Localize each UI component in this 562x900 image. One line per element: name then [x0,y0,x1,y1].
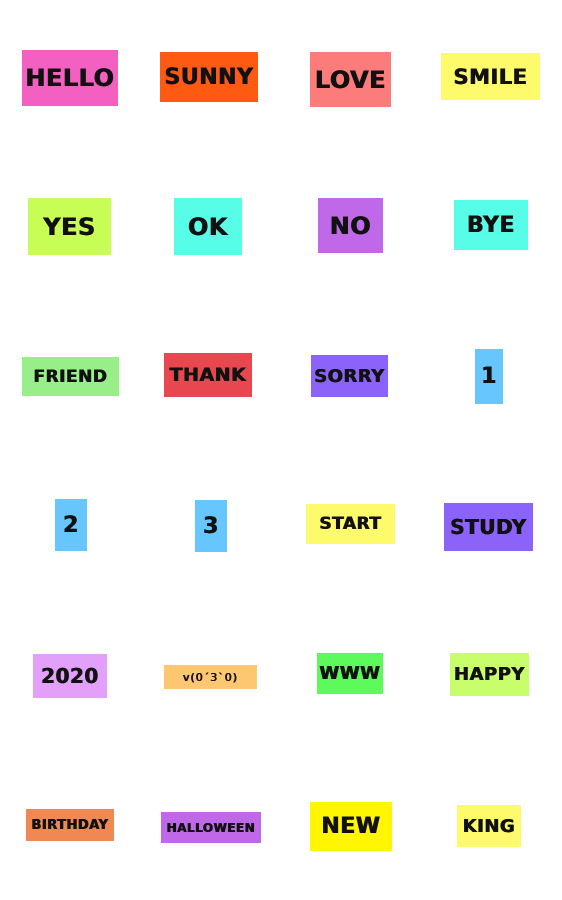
sticker-study[interactable]: STUDY [444,503,533,551]
sticker-friend[interactable]: FRIEND [22,357,119,396]
sticker-love[interactable]: LOVE [310,52,391,107]
sticker-yes[interactable]: YES [28,198,111,255]
sticker-hello[interactable]: HELLO [22,50,118,106]
sticker-thank[interactable]: THANK [164,353,252,397]
sticker-2020[interactable]: 2020 [33,654,107,698]
sticker-1[interactable]: 1 [475,349,503,404]
sticker-no[interactable]: NO [318,198,383,253]
sticker-www[interactable]: WWW [317,653,383,694]
sticker-2[interactable]: 2 [55,499,87,551]
sticker-3[interactable]: 3 [195,500,227,552]
sticker-happy[interactable]: HAPPY [450,653,529,696]
sticker-king[interactable]: KING [457,805,521,847]
sticker-smile[interactable]: SMILE [441,53,540,100]
sticker-start[interactable]: START [306,504,395,544]
sticker-birthday[interactable]: BIRTHDAY [26,809,114,841]
sticker-sorry[interactable]: SORRY [311,355,388,397]
sticker-bye[interactable]: BYE [454,200,528,250]
sticker-new[interactable]: NEW [310,802,392,851]
sticker-ok[interactable]: OK [174,198,242,255]
sticker-sunny[interactable]: SUNNY [160,52,258,102]
sticker-halloween[interactable]: HALLOWEEN [161,812,261,843]
sticker-kaomoji[interactable]: v(0´3`0) [164,665,257,689]
